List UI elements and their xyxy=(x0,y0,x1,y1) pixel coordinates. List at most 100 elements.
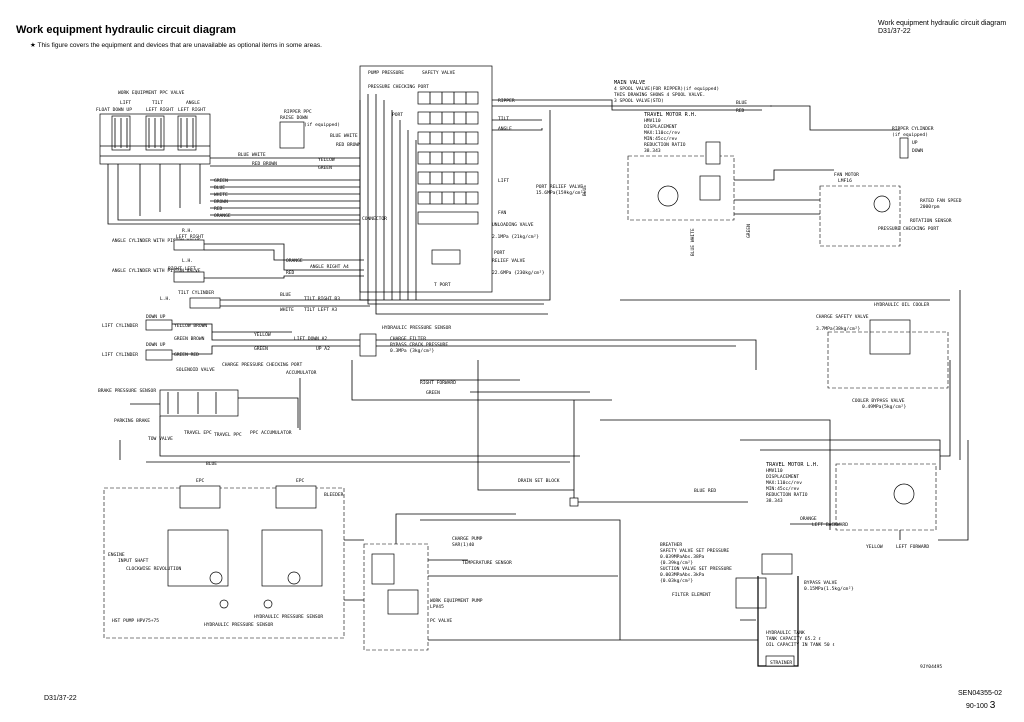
connector-label: CONNECTOR xyxy=(362,216,387,222)
input-shaft-label: INPUT SHAFT xyxy=(118,558,149,564)
wire-red-2: RED xyxy=(286,270,295,276)
hst-pump: EPC EPC BLEEDER ENGINE INPUT SHAFT CLOCK… xyxy=(103,478,345,639)
port-relief-value: 15.6MPa{159kg/cm²} xyxy=(536,190,586,196)
tilt-left-right-label: LEFT RIGHT xyxy=(146,107,174,113)
green-brown: GREEN BROWN xyxy=(174,336,205,342)
header-right-model: D31/37-22 xyxy=(878,28,911,35)
main-valve: PUMP PRESSURE SAFETY VALVE PRESSURE CHEC… xyxy=(359,65,515,293)
tank-capacity: TANK CAPACITY 65.2 ℓ xyxy=(766,636,821,642)
bleeder-label: BLEEDER xyxy=(324,492,344,498)
wire-red: RED xyxy=(214,206,223,212)
angle-lh-tag: L.H. xyxy=(182,258,193,264)
charge-safety-value: 3.7MPa{38kg/cm²} xyxy=(816,326,860,332)
safety-valve-label: SAFETY VALVE xyxy=(422,70,455,76)
cooler-bypass-label: COOLER BYPASS VALVE xyxy=(852,398,905,404)
star-icon: ★ xyxy=(30,42,36,49)
wire-red-brown: RED BROWN xyxy=(252,161,277,167)
wire-blue-3: BLUE xyxy=(280,292,291,298)
ripper-ppc-label: RIPPER PPC xyxy=(284,109,312,115)
accumulator-label: ACCUMULATOR xyxy=(286,370,317,376)
wire-labels-left: BLUE WHITE RED BROWN YELLOW GREEN GREEN … xyxy=(214,152,335,219)
ripper-raise-down-label: RAISE DOWN xyxy=(280,115,308,121)
main-valve-note-3: 3 SPOOL VALVE(STD) xyxy=(614,98,664,104)
strainer-label: STRAINER xyxy=(770,660,792,666)
cooler-bypass-value: 0.49MPa{5kg/cm²} xyxy=(862,404,906,410)
lift-up-label: UP A2 xyxy=(316,346,330,352)
main-valve-title: MAIN VALVE xyxy=(614,80,645,86)
hyd-pressure-sensor-label: HYDRAULIC PRESSURE SENSOR xyxy=(382,325,451,331)
drain-block-label: DRAIN SET BLOCK xyxy=(518,478,560,484)
bypass-crack-label: BYPASS CRACK PRESSURE xyxy=(390,342,448,348)
blue-red-label: BLUE RED xyxy=(694,488,716,494)
left-forward: LEFT FORWARD xyxy=(896,544,929,550)
travel-motor-lh: TRAVEL MOTOR L.H. HMV110 DISPLACEMENT MA… xyxy=(766,462,937,550)
travel-rh-max: MAX:110cc/rev xyxy=(644,130,680,136)
lift-cylinders: LIFT CYLINDER DOWN UP YELLOW BROWN LIFT … xyxy=(102,314,330,361)
note-text: This figure covers the equipment and dev… xyxy=(37,42,322,49)
angle-cylinders: ANGLE CYLINDER WITH PISTON VALVE R.H. LE… xyxy=(112,228,349,283)
travel-lh-label: TRAVEL MOTOR L.H. xyxy=(766,462,819,468)
travel-epc-label: TRAVEL EPC xyxy=(184,430,212,436)
parking-brake-label: PARKING BRAKE xyxy=(114,418,150,424)
wire-green-2: GREEN xyxy=(214,178,228,184)
wire-green: GREEN xyxy=(318,165,332,171)
wire-orange-2: ORANGE xyxy=(286,258,303,264)
pressure-check-label: PRESSURE CHECKING PORT xyxy=(368,84,429,90)
lift-cyl-label-2: LIFT CYLINDER xyxy=(102,352,138,358)
filter-element-label: FILTER ELEMENT xyxy=(672,592,711,598)
ppc-valve-label: WORK EQUIPMENT PPC VALVE xyxy=(118,90,185,96)
hyd-sensor-a: HYDRAULIC PRESSURE SENSOR xyxy=(204,622,273,628)
float-down-up-label: FLOAT DOWN UP xyxy=(96,107,132,113)
spool-fan: FAN xyxy=(498,210,507,216)
sv3: 0.003MPaAbs.3kPa xyxy=(660,572,704,578)
blue-white-label: BLUE WHITE xyxy=(330,133,358,139)
tilt-cylinder: TILT CYLINDER L.H. BLUE TILT RIGHT B3 WH… xyxy=(160,290,340,313)
travel-rh-disp: DISPLACEMENT xyxy=(644,124,677,130)
spool-lift: LIFT xyxy=(498,178,509,184)
main-valve-note-1: 4 SPOOL VALVE(FOR RIPPER)(if equipped) xyxy=(614,86,719,92)
lift-cyl-label-1: LIFT CYLINDER xyxy=(102,323,138,329)
footer-page: 90-100 3 xyxy=(966,700,995,711)
rated-fan-value: 2000rpm xyxy=(920,204,940,210)
angle-rh-tag: R.H. xyxy=(182,228,193,234)
tank-label: HYDRAULIC TANK xyxy=(766,630,805,636)
ppc-acc-label: PPC ACCUMULATOR xyxy=(250,430,292,436)
engine-label: ENGINE xyxy=(108,552,125,558)
wire-yellow-lh: YELLOW xyxy=(866,544,883,550)
unloading-label: UNLOADING VALVE xyxy=(492,222,534,228)
charge-pump-label: CHARGE PUMP xyxy=(452,536,483,542)
charge-filter: HYDRAULIC PRESSURE SENSOR CHARGE FILTER … xyxy=(359,325,451,357)
header-right: Work equipment hydraulic circuit diagram… xyxy=(878,20,1006,36)
drawing-number: 9JY04495 xyxy=(920,664,942,670)
fan-motor-label: FAN MOTOR xyxy=(834,172,859,178)
oil-cooler-label: HYDRAULIC OIL COOLER xyxy=(874,302,930,308)
travel-lh-ratio: REDUCTION RATIO xyxy=(766,492,808,498)
epc-label-2: EPC xyxy=(296,478,305,484)
bypass-crack-value: 0.3MPa {3kg/cm²} xyxy=(390,348,434,354)
oil-cooler: HYDRAULIC OIL COOLER CHARGE SAFETY VALVE… xyxy=(816,302,949,410)
footer-page-number: 90-100 xyxy=(966,703,988,710)
travel-lh-disp: DISPLACEMENT xyxy=(766,474,799,480)
tilt-cyl-label: TILT CYLINDER xyxy=(178,290,214,296)
wire-blue-brown-v: BLUE WHITE xyxy=(690,228,696,256)
sv4: {0.03kg/cm²} xyxy=(660,578,693,584)
sv2: {0.39kg/cm²} xyxy=(660,560,693,566)
travel-lh-model: HMV110 xyxy=(766,468,783,474)
relief-value: 22.6MPa {230kg/cm²} xyxy=(492,270,545,276)
charge-filter-label: CHARGE FILTER xyxy=(390,336,426,342)
angle-right-label: ANGLE RIGHT A4 xyxy=(310,264,349,270)
right-forward: RIGHT FORWARD xyxy=(420,380,456,386)
page-title: Work equipment hydraulic circuit diagram xyxy=(16,24,236,36)
hydraulic-tank: BREATHER SAFETY VALVE SET PRESSURE 0.039… xyxy=(660,542,854,667)
travel-lh-ratio-val: 38.343 xyxy=(766,498,783,504)
angle-label: ANGLE xyxy=(186,100,200,106)
hyd-sensor-b: HYDRAULIC PRESSURE SENSOR xyxy=(254,614,323,620)
ripper-up: UP xyxy=(912,140,918,146)
hst-pump-label: HST PUMP HPV75+75 xyxy=(112,618,159,624)
work-pump-label: WORK EQUIPMENT PUMP xyxy=(430,598,483,604)
epc-label-1: EPC xyxy=(196,478,205,484)
travel-rh-min: MIN:45cc/rev xyxy=(644,136,677,142)
travel-rh-ratio: REDUCTION RATIO xyxy=(644,142,686,148)
fan-motor-model: LMF16 xyxy=(838,178,852,184)
red-brown-label: RED BROWN xyxy=(336,142,361,148)
